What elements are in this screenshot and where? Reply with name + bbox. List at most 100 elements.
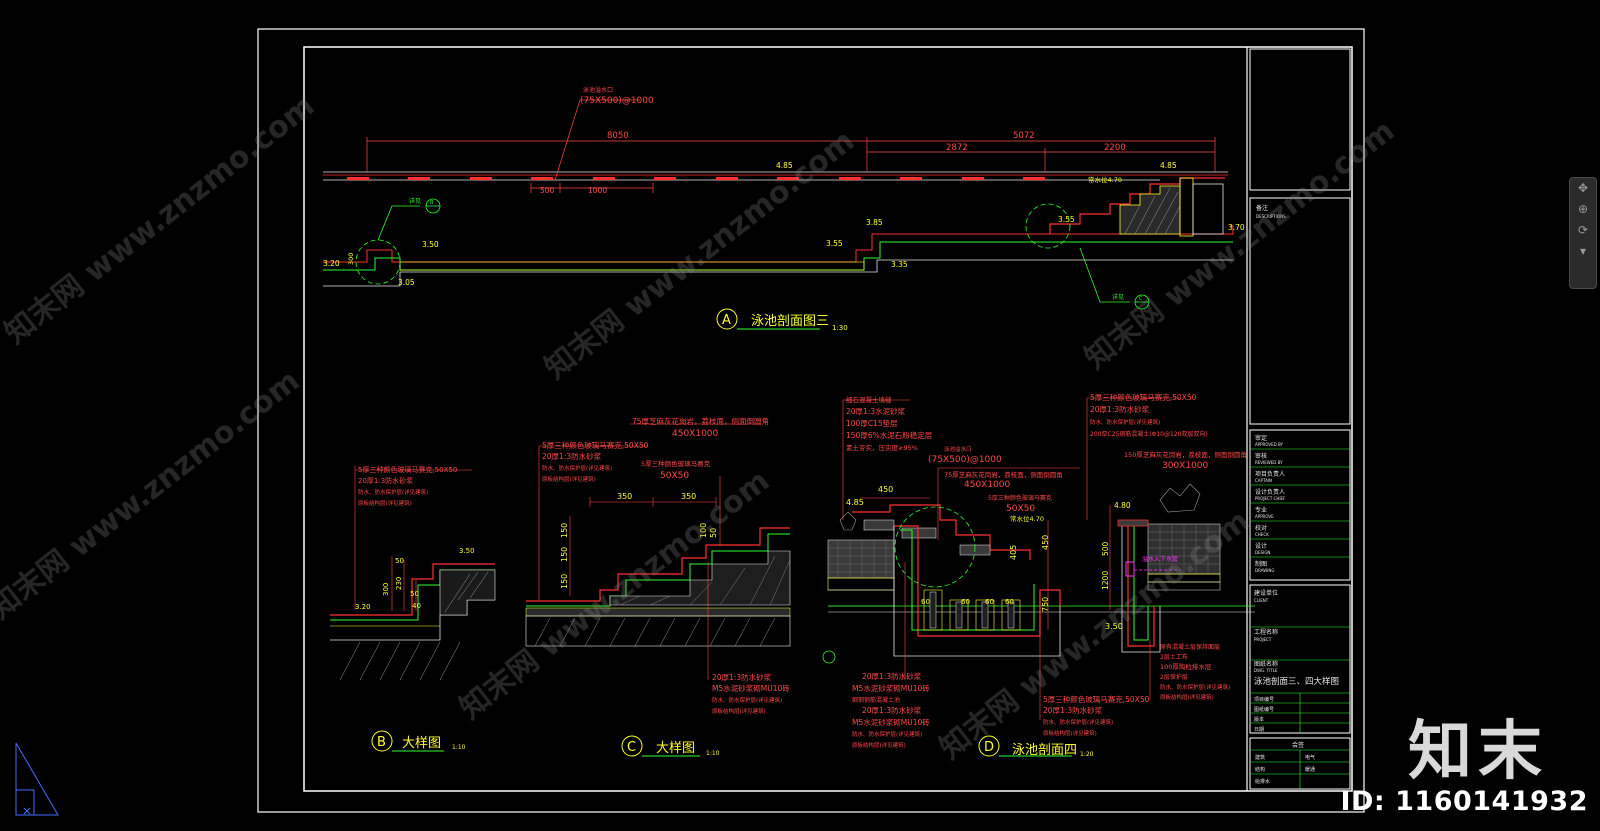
d-dim-60b: 60 [961, 598, 970, 606]
d-note-bottom-4: 20厚1:3防水砂浆 [862, 705, 922, 715]
d-note-top-1: 细石混凝土填缝 [846, 395, 892, 404]
image-id-label: ID: 1160141932 [1340, 786, 1588, 817]
d-note-bottom-r-4: 原板结构层(详见建筑) [1043, 729, 1097, 737]
meta-2: 图纸编号 [1254, 706, 1274, 713]
a-elev-320: 3.20 [323, 259, 340, 268]
svg-text:知末网 www.znzmo.com: 知末网 www.znzmo.com [933, 503, 1256, 766]
d-dim-405: 405 [1009, 545, 1018, 560]
b-note-1: 5厚三种颜色玻璃马赛克,50X50 [358, 465, 457, 474]
drawing-name-label: 图纸名称 [1254, 660, 1278, 668]
row-2: 审核 [1255, 452, 1267, 460]
stamp-4: 电气 [1305, 754, 1315, 761]
svg-text:知末网 www.znzmo.com: 知末网 www.znzmo.com [0, 88, 321, 351]
a-scale: 1:30 [832, 324, 848, 332]
b-note-2: 20厚1:3防水砂浆 [358, 476, 413, 485]
meta-1: 项目编号 [1254, 696, 1274, 703]
b-elev-350: 3.50 [459, 547, 475, 555]
a-elev-355: 3.55 [826, 239, 843, 248]
d-r-bottom-1: 原有混凝土层保持面层 [1160, 643, 1220, 651]
b-scale: 1:10 [452, 744, 466, 751]
section-a: 8050 2872 5072 2200 500 1000 泳池溢水口 (75X5… [323, 86, 1245, 332]
a-dim-1000: 1000 [588, 186, 607, 195]
row-3: 项目负责人 [1255, 470, 1285, 478]
detail-b: 5厚三种颜色玻璃马赛克,50X50 20厚1:3防水砂浆 防水、防水保护层(详见… [330, 465, 496, 752]
d-note-top-5: 素土夯实，压实度≥95% [846, 443, 918, 452]
a-dim-2872: 2872 [946, 143, 968, 153]
c-note-bottom-4: 原板结构层(详见建筑) [712, 707, 766, 715]
remarks-en: DESCRIPTIONS [1256, 214, 1286, 219]
a-title-circle [716, 308, 738, 330]
row-4: 设计负责人 [1255, 488, 1285, 496]
navigation-bar[interactable]: ✥ ⊕ ⟳ ▾ [1569, 177, 1597, 289]
d-r-bottom-6: 原板结构层(详见建筑) [1160, 693, 1214, 701]
d-r-bottom-3: 100厚陶粒排水层 [1160, 662, 1212, 671]
row-4-en: PROJECT CHIEF [1255, 496, 1286, 501]
a-dim-500: 500 [540, 186, 555, 195]
a-dim-5072: 5072 [1013, 131, 1035, 141]
a-elev-350: 3.50 [422, 240, 439, 249]
pan-icon[interactable]: ✥ [1577, 181, 1589, 195]
d-dim-60d: 60 [1005, 598, 1014, 606]
stamp-3: 给排水 [1255, 778, 1270, 785]
stamp-5: 暖通 [1305, 766, 1315, 773]
c-note-bottom-2: M5水泥砂浆砌MU10砖 [712, 683, 790, 693]
d-r-dim-500: 500 [1101, 541, 1110, 556]
c-note-left-4: 原板结构层(详见建筑) [542, 475, 596, 483]
d-overflow-1: 泳池溢水口 [944, 445, 972, 453]
svg-text:知末网 www.znzmo.com: 知末网 www.znzmo.com [0, 363, 306, 626]
d-dim-450a: 450 [878, 485, 893, 494]
d-title-circle [978, 735, 1000, 757]
d-note-top-4: 150厚6%水泥石粉稳定层 [846, 430, 933, 440]
client-en: CLIENT [1254, 598, 1269, 603]
c-dim-150c: 150 [560, 574, 569, 589]
d-stone-2: 450X1000 [964, 480, 1011, 490]
title-block-grid [1250, 448, 1350, 789]
a-elev-355b: 3.55 [1058, 215, 1075, 224]
b-title: 大样图 [402, 736, 441, 751]
zoom-icon[interactable]: ⊕ [1577, 202, 1589, 216]
d-mosaic-1: 5厚三种颜色玻璃马赛克 [988, 494, 1052, 502]
d-elev-350: 3.50 [1105, 622, 1123, 631]
d-note-bottom-2: M5水泥砂浆砌MU10砖 [852, 683, 930, 693]
c-note-bottom-3: 防水、防水保护层(详见建筑) [712, 696, 782, 704]
a-elev-335: 3.35 [891, 260, 908, 269]
brand-watermark: 知末 [1408, 715, 1548, 789]
d-elev-485: 4.85 [846, 498, 864, 507]
d-water: 常水位4.70 [1010, 514, 1044, 523]
d-note-bottom-r-1: 5厚三种颜色玻璃马赛克,50X50 [1043, 694, 1150, 704]
stamp-label: 会签 [1292, 741, 1304, 749]
b-title-letter: B [377, 735, 386, 750]
d-mosaic-2: 50X50 [1006, 504, 1035, 514]
row-8: 制图 [1255, 560, 1267, 568]
d-note-bottom-1: 20厚1:3防水砂浆 [862, 671, 922, 681]
nav-icon[interactable]: ▾ [1579, 244, 1587, 258]
d-stone-1: 75厚芝麻灰花岗岩，荔枝面，侧面倒圆角 [944, 470, 1063, 479]
d-note-top-2: 20厚1:3水泥砂浆 [846, 406, 906, 416]
d-r-bottom-4: 2层保护层 [1160, 673, 1188, 681]
d-note-top-3: 100厚C15垫层 [846, 418, 898, 428]
project-en: PROJECT [1254, 637, 1272, 642]
d-r-note-2: 20厚1:3防水砂浆 [1090, 404, 1150, 414]
c-title: 大样图 [656, 741, 695, 756]
remarks-label: 备注 [1256, 204, 1268, 212]
b-dim-50b: 50 [410, 590, 419, 598]
row-6-en: CHECK [1255, 532, 1269, 537]
d-note-bottom-7: 原板结构层(详见建筑) [852, 741, 906, 749]
c-dim-50: 50 [709, 528, 718, 538]
drawing-title: 泳池剖面三、四大样图 [1254, 676, 1339, 687]
a-callout-tag-1: 详见 [409, 197, 421, 205]
inner-frame [303, 46, 1353, 792]
d-r-stone-1: 150厚芝麻灰花岗岩，荔枝面，侧面倒圆角 [1124, 450, 1247, 459]
meta-3: 版本 [1254, 716, 1264, 723]
row-3-en: CAPTAIN [1255, 478, 1272, 483]
c-note-left-1: 5厚三种颜色玻璃马赛克,50X50 [542, 440, 649, 450]
a-elev-385: 3.85 [866, 218, 883, 227]
a-dim-8050: 8050 [607, 131, 629, 141]
b-elev-320: 3.20 [355, 603, 371, 611]
row-2-en: REVIEWED BY [1255, 460, 1283, 465]
orbit-icon[interactable]: ⟳ [1577, 223, 1589, 237]
d-dim-450b: 450 [1041, 535, 1050, 550]
a-title: 泳池剖面图三 [751, 314, 829, 329]
a-note-1: 泳池溢水口 [583, 86, 613, 94]
